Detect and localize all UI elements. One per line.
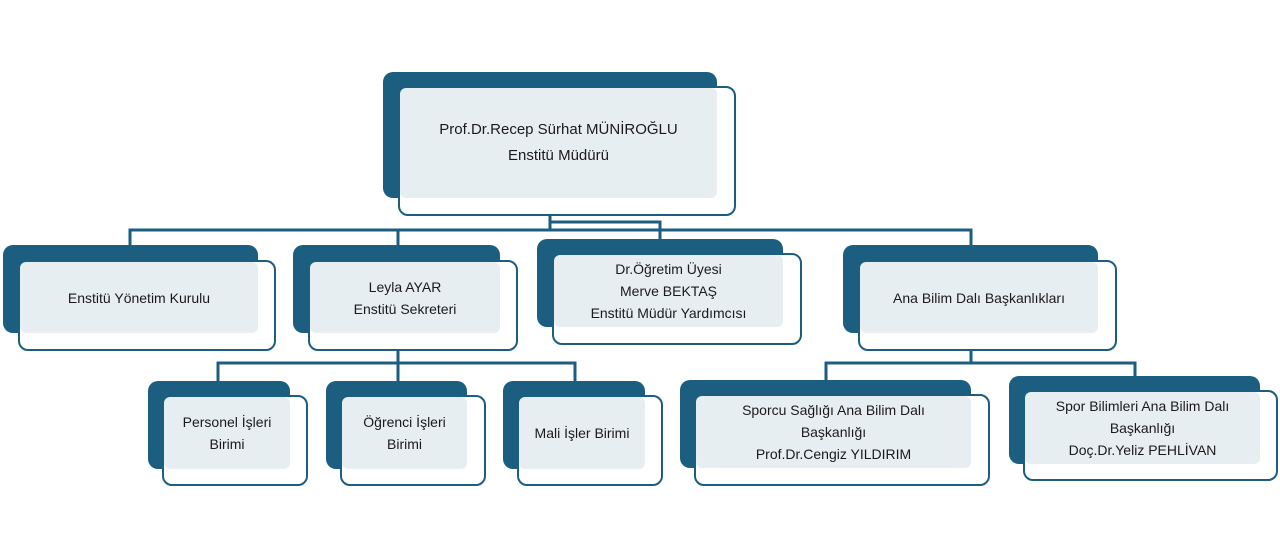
node-text-line: Birimi: [387, 436, 422, 452]
node-label: Ana Bilim Dalı Başkanlıkları: [860, 262, 1098, 333]
node-text-line: Mali İşler Birimi: [534, 425, 630, 441]
node-label: Leyla AYAR Enstitü Sekreteri: [310, 262, 500, 333]
node-text-line: Başkanlığı: [800, 424, 867, 440]
node-text-line: Doç.Dr.Yeliz PEHLİVAN: [1068, 442, 1217, 458]
node-text-line: Merve BEKTAŞ: [620, 283, 717, 299]
node-text-line: Prof.Dr.Cengiz YILDIRIM: [755, 446, 912, 462]
node-text-line: Personel İşleri: [182, 414, 272, 430]
node-text-line: Sporcu Sağlığı Ana Bilim Dalı: [742, 402, 925, 418]
node-text-line: Başkanlığı: [1109, 420, 1176, 436]
node-text-line: Spor Bilimleri Ana Bilim Dalı: [1055, 398, 1230, 414]
node-text-line: Enstitü Sekreteri: [353, 300, 457, 317]
node-label: Mali İşler Birimi: [519, 397, 645, 469]
node-label: Prof.Dr.Recep Sürhat MÜNİROĞLU Enstitü Mü…: [400, 88, 717, 198]
node-text-line: Enstitü Müdürü: [508, 147, 609, 164]
node-text-line: Öğrenci İşleri: [363, 414, 446, 430]
node-text-line: Enstitü Müdür Yardımcısı: [590, 305, 747, 321]
node-text-line: Birimi: [209, 436, 245, 452]
node-text-line: Prof.Dr.Recep Sürhat MÜNİROĞLU: [439, 121, 678, 138]
node-text-line: Dr.Öğretim Üyesi: [615, 261, 722, 277]
node-text-line: Enstitü Yönetim Kurulu: [67, 289, 211, 306]
node-text-line: Ana Bilim Dalı Başkanlıkları: [893, 289, 1065, 306]
node-text-line: Leyla AYAR: [368, 278, 442, 295]
node-label: Enstitü Yönetim Kurulu: [20, 262, 258, 333]
